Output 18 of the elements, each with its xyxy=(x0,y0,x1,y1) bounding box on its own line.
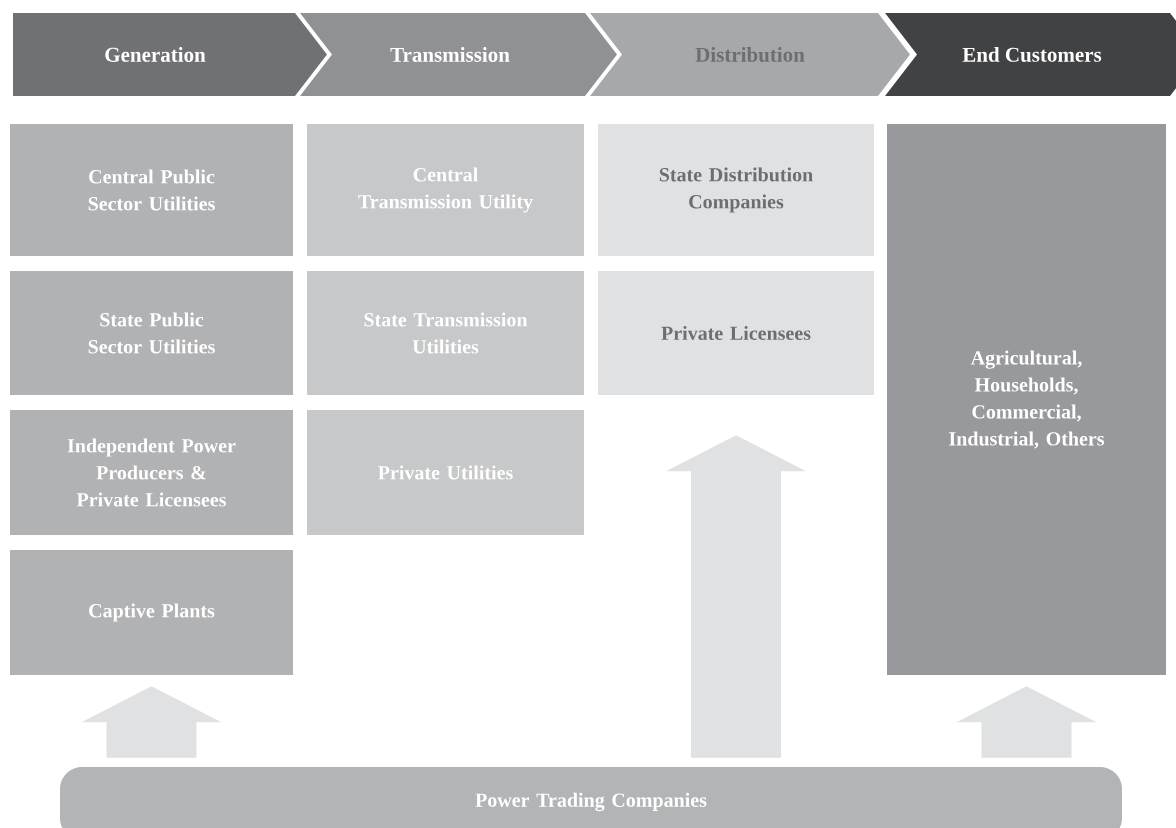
block-arrow xyxy=(81,686,222,758)
category-box: Private Licensees xyxy=(598,271,874,395)
category-box: Captive Plants xyxy=(10,550,293,675)
category-box: Private Utilities xyxy=(307,410,584,535)
banner-bar: Power Trading Companies xyxy=(60,767,1122,828)
category-box: Central Public Sector Utilities xyxy=(10,124,293,256)
category-box: Agricultural, Households, Commercial, Industrial, Others xyxy=(887,124,1166,675)
chevron-step: Transmission xyxy=(300,13,617,96)
block-arrow xyxy=(666,435,806,758)
block-arrow xyxy=(956,686,1097,758)
chevron-step: Distribution xyxy=(590,13,910,96)
chevron-step: Generation xyxy=(13,13,327,96)
category-box: Central Transmission Utility xyxy=(307,124,584,256)
category-box: State Public Sector Utilities xyxy=(10,271,293,395)
category-box: State Distribution Companies xyxy=(598,124,874,256)
category-box: Independent Power Producers & Private Licensees xyxy=(10,410,293,535)
chevron-step: End Customers xyxy=(885,13,1176,96)
category-box: State Transmission Utilities xyxy=(307,271,584,395)
